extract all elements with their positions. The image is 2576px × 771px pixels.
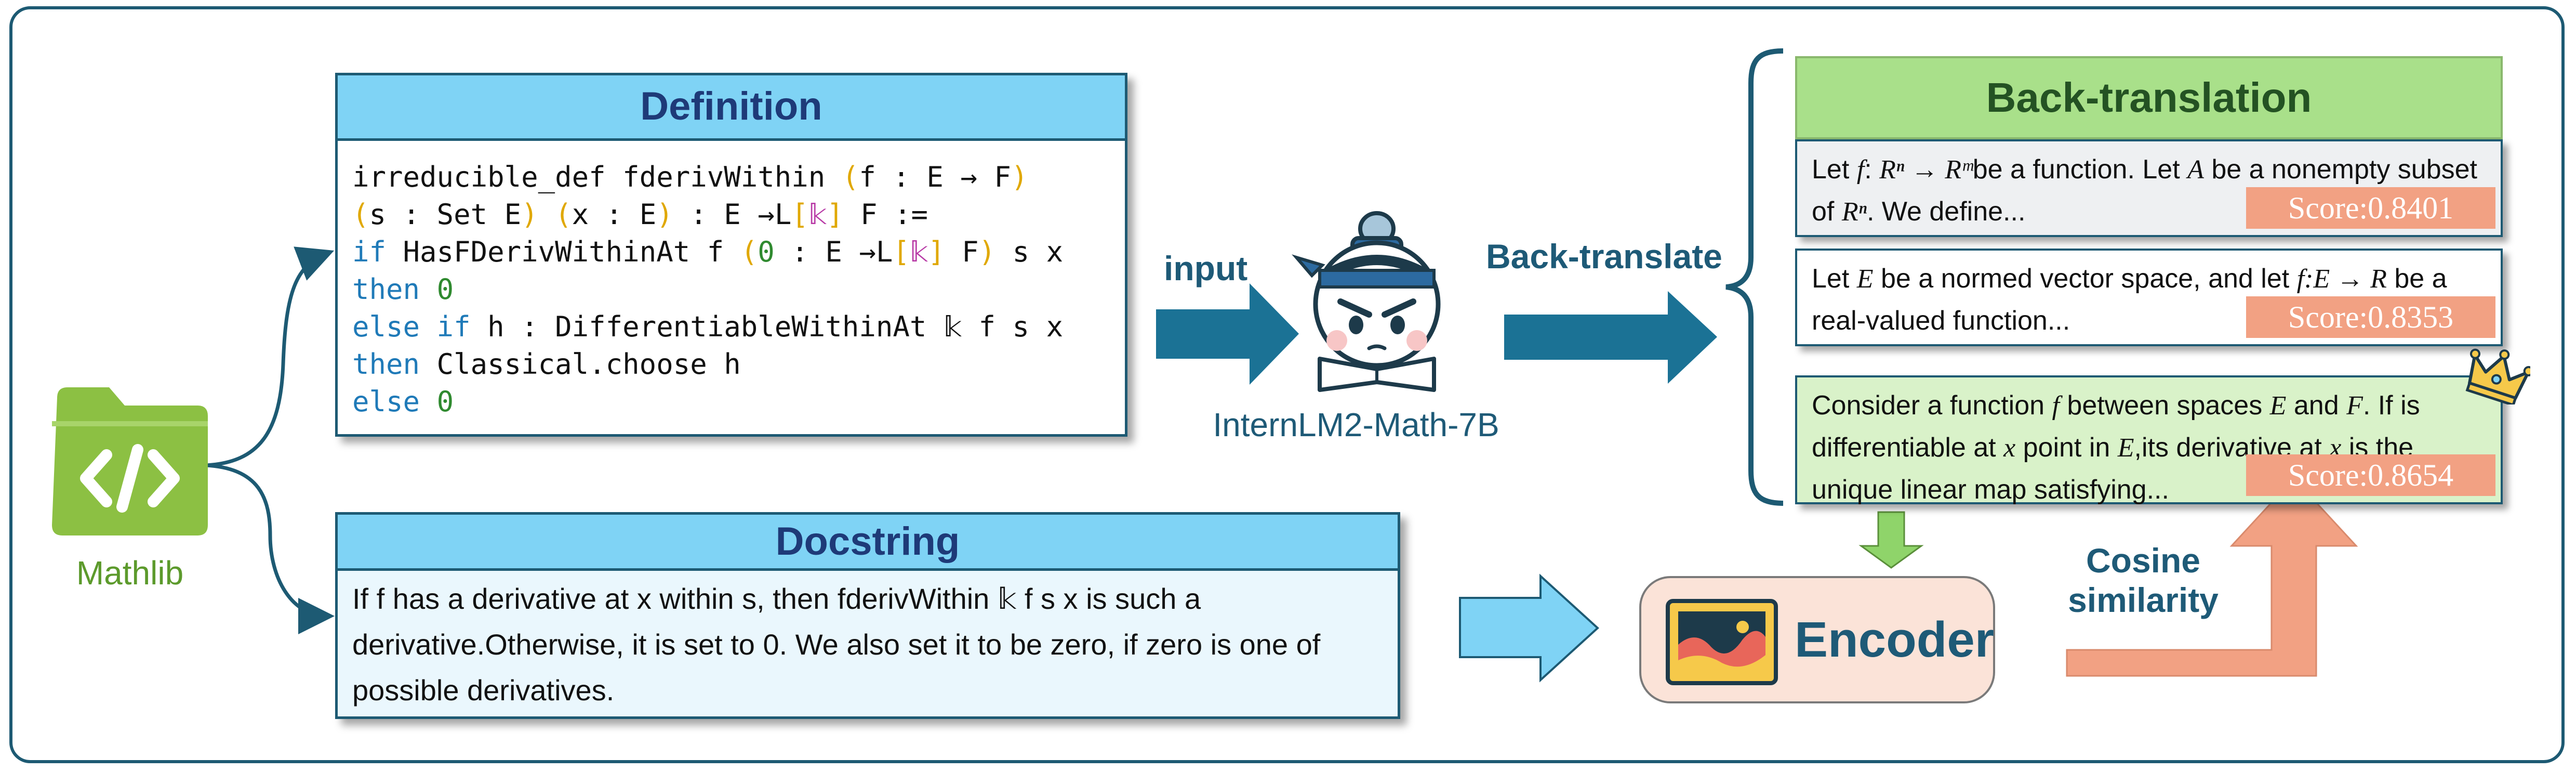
encoder-label: Encoder xyxy=(1795,612,1995,668)
docstring-title: Docstring xyxy=(338,515,1398,571)
math: Rⁿ xyxy=(1841,197,1867,227)
outer-frame xyxy=(9,6,2565,763)
code-text: : E →L xyxy=(774,236,893,268)
definition-code: irreducible_def fderivWithin (f : E → F)… xyxy=(352,159,1063,421)
code-paren: ) xyxy=(1011,161,1028,193)
code-text: irreducible_def fderivWithin xyxy=(352,161,842,193)
code-paren: ) xyxy=(521,198,538,231)
back-translate-label: Back-translate xyxy=(1486,237,1722,276)
math: A xyxy=(2187,155,2204,185)
code-bracket: [ xyxy=(893,236,910,268)
math: f xyxy=(2052,391,2060,421)
crown-icon xyxy=(2465,348,2530,404)
math: Rⁿ → Rᵐ xyxy=(1879,155,1973,185)
code-number: 0 xyxy=(758,236,775,268)
input-label: input xyxy=(1164,249,1248,288)
model-label: InternLM2-Math-7B xyxy=(1213,406,1499,443)
text: point in xyxy=(2015,433,2118,463)
cosine-line-2: similarity xyxy=(2068,581,2219,619)
curly-brace xyxy=(1725,48,1784,506)
text: be a normed vector space, and let xyxy=(1873,264,2297,294)
definition-box: Definition irreducible_def fderivWithin … xyxy=(335,73,1127,437)
code-keyword: then xyxy=(352,273,420,306)
arrow-mathlib-to-definition xyxy=(205,246,335,467)
model-mascot-icon xyxy=(1292,211,1441,392)
math: E xyxy=(1856,264,1874,294)
back-translation-title: Back-translation xyxy=(1795,56,2503,139)
code-paren: ( xyxy=(352,198,369,231)
code-text: HasFDerivWithinAt f xyxy=(386,236,741,268)
text: Let xyxy=(1812,154,1857,185)
chart-picture-icon xyxy=(1666,599,1778,685)
code-field: 𝕜 xyxy=(909,236,928,268)
math: E xyxy=(2117,433,2134,463)
text: between spaces xyxy=(2059,390,2270,421)
text: : xyxy=(1864,154,1880,185)
code-bracket: ] xyxy=(928,236,945,268)
code-bracket: [ xyxy=(791,198,808,231)
code-text: F xyxy=(945,236,979,268)
arrow-mathlib-to-docstring xyxy=(205,463,335,634)
code-text: : E →L xyxy=(673,198,792,231)
text: Consider a function xyxy=(1812,390,2052,421)
code-text: F := xyxy=(843,198,928,231)
text: . We define... xyxy=(1866,197,2026,227)
math: x xyxy=(2003,433,2016,463)
score-badge: Score:0.8353 xyxy=(2246,296,2495,338)
docstring-to-encoder-arrow xyxy=(1459,573,1599,683)
code-paren: ( xyxy=(740,236,758,268)
code-number: 0 xyxy=(436,273,454,306)
folder-code-icon xyxy=(52,387,208,535)
back-translation-card-2: Let E be a normed vector space, and let … xyxy=(1795,249,2503,346)
score-badge: Score:0.8401 xyxy=(2246,187,2495,229)
math: f xyxy=(1856,155,1865,185)
text: be a nonempty subset of xyxy=(1812,154,2477,227)
docstring-box: Docstring If f has a derivative at x wit… xyxy=(335,512,1400,719)
code-paren: ( xyxy=(555,198,572,231)
code-keyword: else if xyxy=(352,310,471,343)
score-badge: Score:0.8654 xyxy=(2246,454,2495,496)
back-translation-card-1: Let f: Rⁿ → Rᵐbe a function. Let A be a … xyxy=(1795,139,2503,237)
code-text: Classical.choose h xyxy=(420,348,741,381)
code-field: 𝕜 xyxy=(808,198,827,231)
encoder-box: Encoder xyxy=(1639,576,1995,703)
text: be a real-valued function... xyxy=(1812,264,2447,336)
math: f:E → R xyxy=(2296,264,2387,294)
input-arrow xyxy=(1156,283,1299,385)
definition-title: Definition xyxy=(338,75,1125,141)
code-paren: ) xyxy=(656,198,673,231)
math: F xyxy=(2346,391,2363,421)
text: Let xyxy=(1812,264,1857,294)
code-keyword: then xyxy=(352,348,420,381)
code-keyword: if xyxy=(352,236,387,268)
code-paren: ) xyxy=(978,236,996,268)
mathlib-label: Mathlib xyxy=(76,554,184,592)
code-text: f : E → F xyxy=(859,161,1011,193)
code-text: x : E xyxy=(572,198,657,231)
code-text: s : Set E xyxy=(369,198,522,231)
card-text: Let f: Rⁿ → Rᵐbe a function. Let A be a … xyxy=(1812,149,2490,233)
text: . If is differentiable at xyxy=(1812,390,2420,463)
back-translation-to-encoder-arrow xyxy=(1858,511,1924,569)
cosine-similarity-arrow xyxy=(2066,477,2358,677)
card-text: Let E be a normed vector space, and let … xyxy=(1812,258,2490,342)
code-text xyxy=(538,198,555,231)
code-text: h : DifferentiableWithinAt 𝕜 f s x xyxy=(470,310,1064,343)
text: and xyxy=(2286,390,2347,421)
code-number: 0 xyxy=(436,385,454,418)
math: E xyxy=(2269,391,2287,421)
code-keyword: else xyxy=(352,385,420,418)
code-text: s x xyxy=(995,236,1064,268)
docstring-text: If f has a derivative at x within s, the… xyxy=(352,582,1321,707)
back-translate-arrow xyxy=(1504,291,1717,384)
code-bracket: ] xyxy=(827,198,844,231)
code-paren: ( xyxy=(842,161,859,193)
cosine-line-1: Cosine xyxy=(2086,541,2201,580)
back-translation-card-3: Consider a function f between spaces E a… xyxy=(1795,375,2503,505)
text: be a function. Let xyxy=(1972,154,2188,185)
cosine-similarity-label: Cosine similarity xyxy=(2065,541,2221,620)
